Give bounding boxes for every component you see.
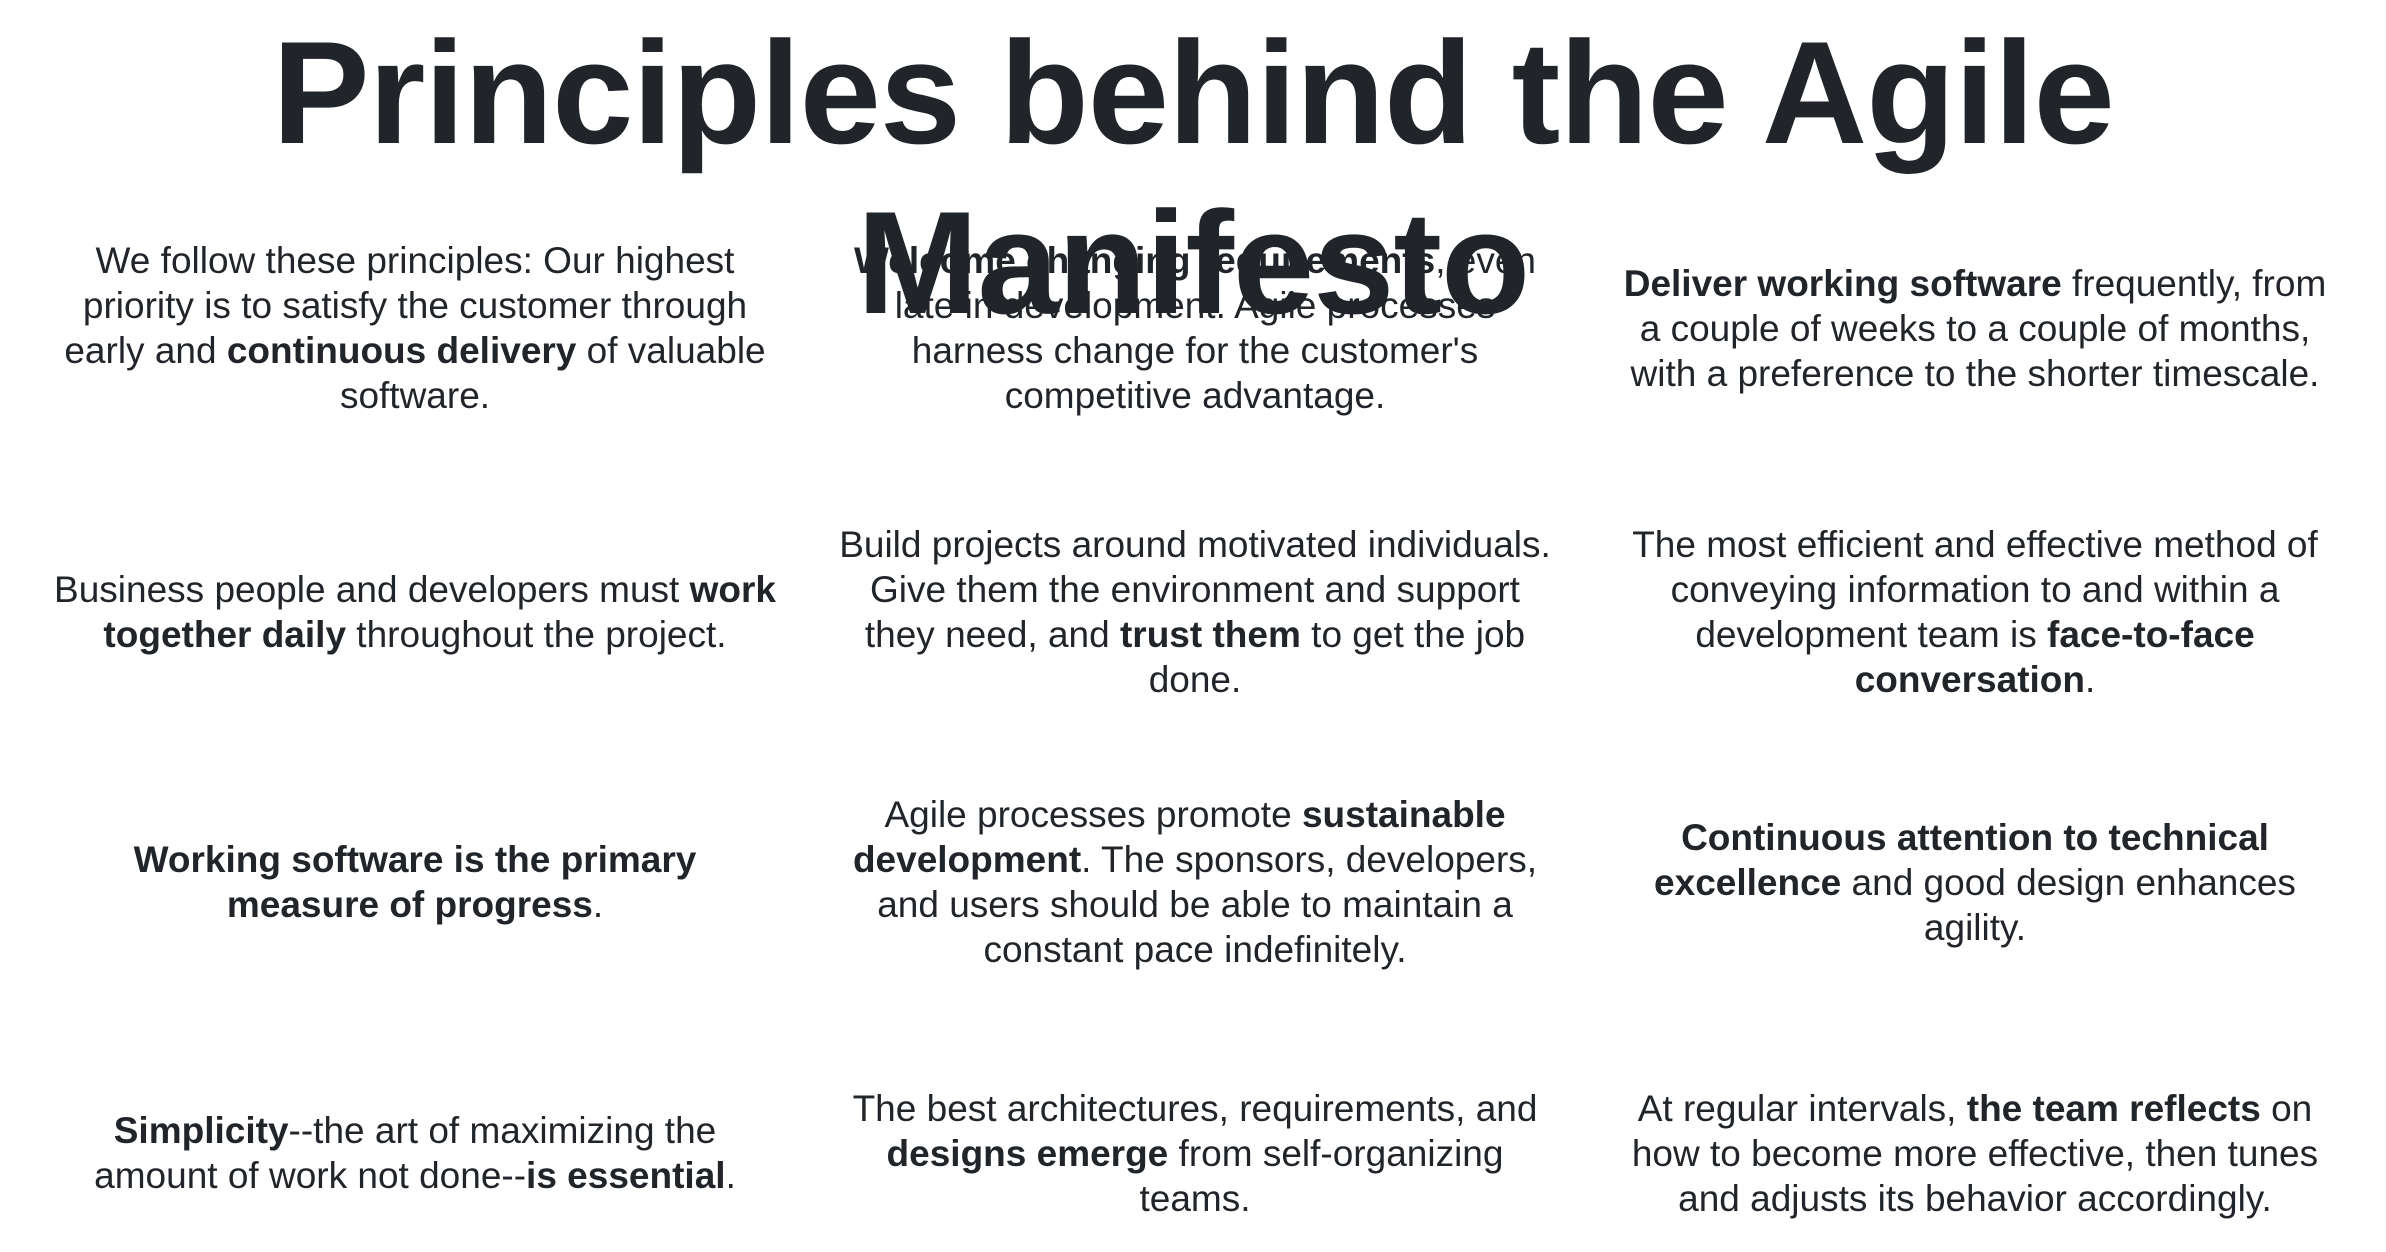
principle-12-text-part: At regular intervals, xyxy=(1637,1087,1967,1129)
principle-7-text-part: . xyxy=(592,884,604,925)
principle-11-bold: designs emerge xyxy=(886,1132,1169,1174)
principle-10: Simplicity--the art of maximizing the am… xyxy=(45,1060,785,1246)
principle-3-bold: Deliver working software xyxy=(1623,262,2062,304)
principle-12: At regular intervals, the team reflects … xyxy=(1605,1060,2345,1246)
principle-6-text: The most efficient and effective method … xyxy=(1613,522,2337,702)
principle-10-text: Simplicity--the art of maximizing the am… xyxy=(53,1108,777,1198)
principle-4: Business people and developers must work… xyxy=(45,500,785,724)
principle-12-bold: the team reflects xyxy=(1966,1087,2261,1129)
principle-10-bold: is essential xyxy=(526,1155,726,1196)
principle-1-bold: continuous delivery xyxy=(226,330,577,371)
principle-6-bold: face-to-face conversation xyxy=(1854,614,2255,700)
principle-3: Deliver working software frequently, fro… xyxy=(1605,216,2345,440)
principle-2-bold: Welcome changing requirements xyxy=(854,240,1436,281)
principle-6-text-part: . xyxy=(2085,659,2096,700)
principle-8-bold: sustainable development xyxy=(852,794,1506,880)
principle-5-text: Build projects around motivated individu… xyxy=(833,522,1557,702)
principle-1-text: We follow these principles: Our highest … xyxy=(53,238,777,418)
principle-7: Working software is the primary measure … xyxy=(45,770,785,994)
principle-3-text-part: frequently, from a couple of weeks to a … xyxy=(1630,262,2327,394)
principle-2-text: Welcome changing requirements, even late… xyxy=(833,238,1557,418)
principle-12-text-part: on how to become more effective, then tu… xyxy=(1631,1087,2319,1219)
principle-11: The best architectures, requirements, an… xyxy=(825,1060,1565,1246)
principle-9-text: Continuous attention to technical excell… xyxy=(1613,815,2337,950)
principle-9-bold: Continuous attention to technical excell… xyxy=(1654,816,2269,903)
principle-8-text-part: . The sponsors, developers, and users sh… xyxy=(877,839,1538,970)
principle-2-text-part: , even late in development. Agile proces… xyxy=(894,240,1536,416)
principle-5: Build projects around motivated individu… xyxy=(825,500,1565,724)
principle-6: The most efficient and effective method … xyxy=(1605,500,2345,724)
principle-1: We follow these principles: Our highest … xyxy=(45,216,785,440)
principle-4-text-part: throughout the project. xyxy=(346,614,727,655)
principle-2: Welcome changing requirements, even late… xyxy=(825,216,1565,440)
principle-11-text-part: The best architectures, requirements, an… xyxy=(852,1087,1538,1129)
principle-11-text: The best architectures, requirements, an… xyxy=(833,1086,1557,1221)
principle-12-text: At regular intervals, the team reflects … xyxy=(1613,1086,2337,1221)
principle-8: Agile processes promote sustainable deve… xyxy=(825,770,1565,994)
principle-9-text-part: and good design enhances agility. xyxy=(1841,861,2296,948)
principle-1-text-part: We follow these principles: Our highest … xyxy=(64,240,748,371)
principle-7-text: Working software is the primary measure … xyxy=(53,837,777,927)
principle-5-bold: trust them xyxy=(1119,614,1301,655)
principle-10-text-part: --the art of maximizing the amount of wo… xyxy=(94,1110,717,1196)
principle-4-text: Business people and developers must work… xyxy=(53,567,777,657)
principle-3-text: Deliver working software frequently, fro… xyxy=(1613,261,2337,396)
principle-11-text-part: from self-organizing teams. xyxy=(1139,1132,1504,1219)
principle-5-text-part: to get the job done. xyxy=(1148,614,1526,700)
principle-10-text-part: . xyxy=(725,1155,736,1196)
principle-1-text-part: of valuable software. xyxy=(339,330,766,416)
principle-10-bold: Simplicity xyxy=(113,1110,289,1151)
principle-9: Continuous attention to technical excell… xyxy=(1605,770,2345,994)
principle-8-text-part: Agile processes promote xyxy=(884,794,1302,835)
principle-4-bold: work together daily xyxy=(103,569,776,655)
page-title: Principles behind the Agile Manifesto xyxy=(272,11,2115,344)
principle-5-text-part: Build projects around motivated individu… xyxy=(839,524,1551,655)
principle-7-bold: Working software is the primary measure … xyxy=(133,839,697,925)
principle-4-text-part: Business people and developers must xyxy=(54,569,690,610)
principle-8-text: Agile processes promote sustainable deve… xyxy=(833,792,1557,972)
principle-6-text-part: The most efficient and effective method … xyxy=(1632,524,2318,655)
